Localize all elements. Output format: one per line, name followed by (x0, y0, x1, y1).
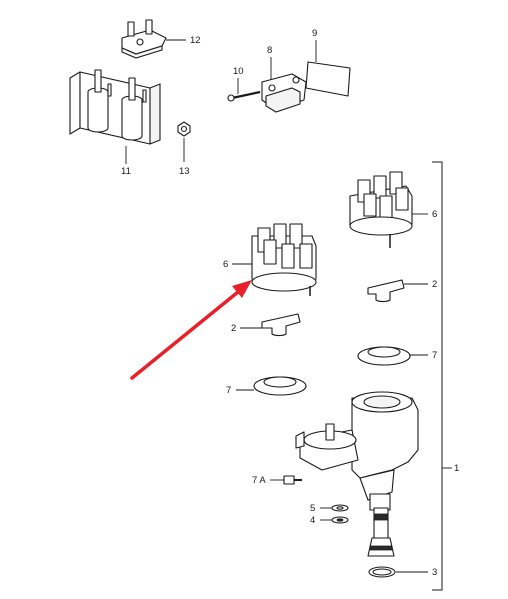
callout-8: 8 (267, 45, 272, 56)
callout-2-right: 2 (432, 279, 437, 290)
nut-part-13 (177, 121, 191, 162)
callout-7-left: 7 (226, 385, 231, 396)
callout-5: 5 (310, 503, 315, 514)
dust-shield-right-part-7 (357, 346, 428, 366)
callout-11: 11 (121, 166, 131, 177)
ignition-coil-part-11 (69, 69, 161, 164)
distributor-cap-right-part-6 (349, 171, 428, 248)
assembly-bracket (432, 161, 443, 591)
callout-3: 3 (432, 567, 437, 578)
rotor-left-part-2 (240, 313, 301, 337)
callout-13: 13 (179, 166, 190, 177)
screw-part-10 (227, 78, 261, 102)
control-unit-part-8 (261, 57, 307, 113)
fitting-part-7a (270, 475, 302, 485)
coil-cover-part-12 (121, 19, 186, 59)
callout-2-left: 2 (231, 323, 236, 334)
dust-shield-left-part-7 (236, 376, 307, 396)
callout-1: 1 (454, 463, 459, 474)
distributor-cap-left-part-6 (232, 223, 317, 296)
washer-part-5 (320, 504, 349, 512)
callout-9: 9 (312, 28, 317, 39)
o-ring-part-3 (368, 566, 428, 578)
callout-4: 4 (310, 515, 315, 526)
callout-7a: 7 A (252, 475, 266, 486)
callout-6-left: 6 (223, 259, 228, 270)
insulator-pad-part-9 (305, 40, 351, 97)
callout-7-right: 7 (432, 350, 437, 361)
highlight-arrow (130, 280, 252, 380)
distributor-body-part-1 (295, 391, 419, 557)
callout-12: 12 (190, 35, 201, 46)
callout-6-right: 6 (432, 209, 437, 220)
spacer-part-4 (320, 516, 349, 524)
rotor-right-part-2 (367, 279, 428, 303)
callout-10: 10 (233, 66, 244, 77)
